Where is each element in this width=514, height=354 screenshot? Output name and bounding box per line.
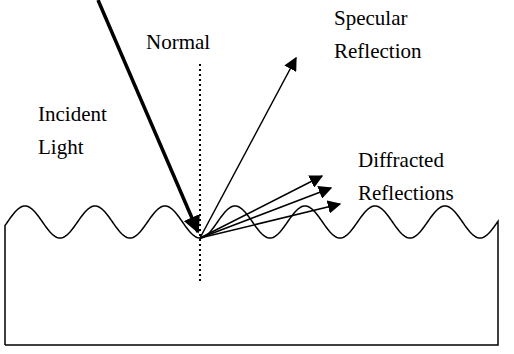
grating-surface bbox=[5, 206, 498, 345]
axis-label: Normal bbox=[146, 26, 236, 59]
diffracted-ray bbox=[200, 188, 331, 238]
diffracted-ray bbox=[200, 176, 322, 238]
ray-label: Diffracted Reflections bbox=[358, 144, 482, 210]
grating-profile bbox=[5, 206, 498, 345]
diffracted-ray bbox=[200, 204, 340, 238]
normal-line bbox=[199, 64, 201, 282]
ray-label: Specular Reflection bbox=[334, 2, 446, 68]
specular-ray bbox=[200, 58, 296, 238]
ray-label: Incident Light bbox=[38, 98, 122, 164]
